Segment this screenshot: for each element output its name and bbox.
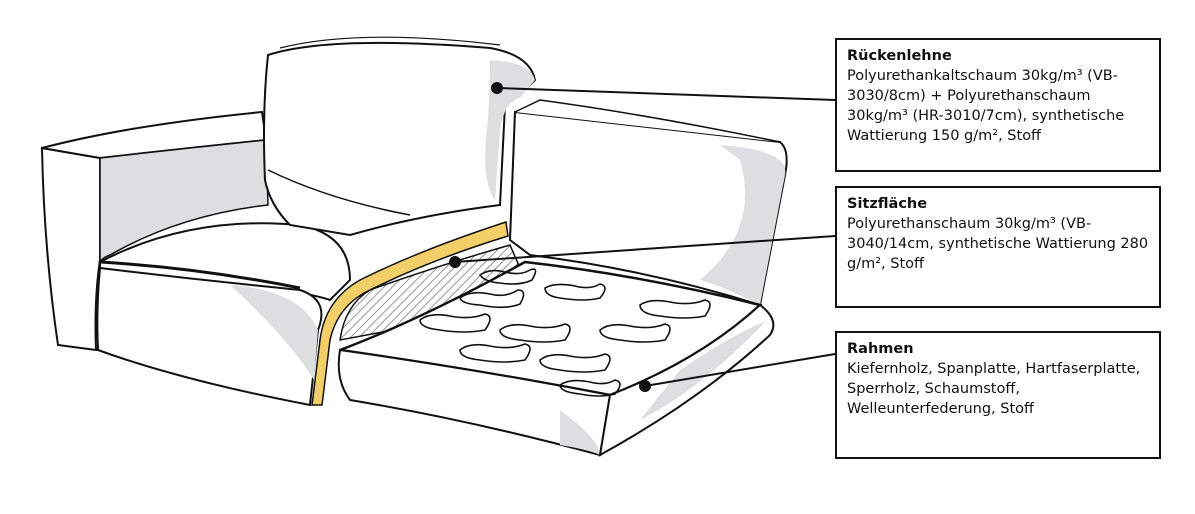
foam-layer — [311, 221, 509, 406]
callout-backrest-title: Rückenlehne — [847, 48, 952, 64]
back-cushion — [263, 36, 537, 237]
left-seat-block — [96, 222, 352, 407]
cutaway-section — [311, 99, 788, 457]
callout-backrest-text: Polyurethankaltschaum 30kg/m³ (VB-3030/8… — [847, 68, 1125, 144]
marker-backrest — [491, 82, 503, 94]
leader-lines — [449, 82, 836, 392]
callout-seat: Sitzfläche Polyurethanschaum 30kg/m³ (VB… — [835, 186, 1161, 308]
callout-backrest: Rückenlehne Polyurethankaltschaum 30kg/m… — [835, 38, 1161, 172]
marker-seat — [449, 256, 461, 268]
callout-frame-title: Rahmen — [847, 341, 914, 357]
callout-seat-text: Polyurethanschaum 30kg/m³ (VB-3040/14cm,… — [847, 216, 1149, 272]
leader-backrest — [496, 87, 836, 101]
callout-frame: Rahmen Kiefernholz, Spanplatte, Hartfase… — [835, 331, 1161, 459]
callout-seat-title: Sitzfläche — [847, 196, 928, 212]
marker-frame — [639, 380, 651, 392]
wave-springs — [419, 268, 711, 397]
left-armrest — [40, 110, 269, 352]
leader-seat — [454, 235, 836, 263]
leader-frame — [644, 353, 836, 387]
callout-frame-text: Kiefernholz, Spanplatte, Hartfaserplatte… — [847, 361, 1141, 417]
